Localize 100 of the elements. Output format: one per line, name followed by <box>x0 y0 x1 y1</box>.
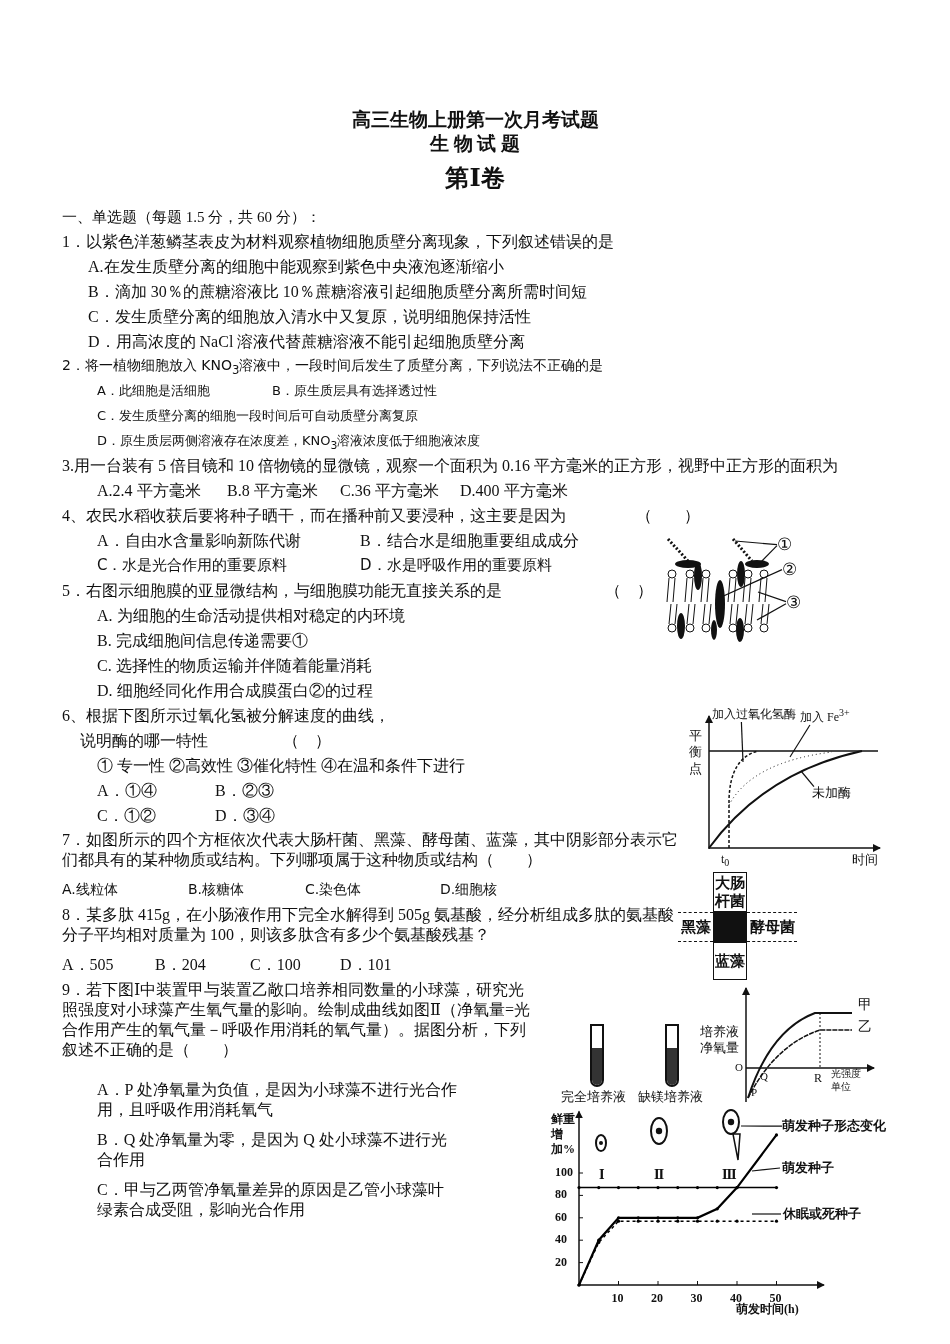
curve-label: 乙 <box>858 1018 872 1036</box>
tick-label: 60 <box>555 1209 567 1225</box>
organism-box: 黑藻 <box>678 912 713 942</box>
question-text: 5．右图示细胞膜的亚显微结构，与细胞膜功能无直接关系的是 <box>62 581 502 601</box>
answer-option: A．①④ <box>97 781 157 801</box>
callout-number: ② <box>782 559 797 581</box>
curve-label: 甲 <box>858 996 872 1014</box>
answer-option: A．此细胞是活细胞 <box>97 383 210 400</box>
cell-membrane-drawing <box>666 538 770 642</box>
tick-label: 10 <box>611 1291 624 1306</box>
answer-option: B．原生质层具有选择透过性 <box>272 383 437 400</box>
answer-bracket: （ ） <box>605 581 653 601</box>
tick-label: 40 <box>555 1232 567 1248</box>
series-label: 萌发种子 <box>782 1160 834 1177</box>
seed-icon <box>595 1134 607 1152</box>
leader-line <box>757 591 787 603</box>
point-label: R <box>814 1071 822 1086</box>
answer-option: B. 完成细胞间信息传递需要① <box>97 631 308 651</box>
tick-label: 80 <box>555 1187 567 1203</box>
answer-option: C．甲与乙两管净氧量差异的原因是乙管小球藻叶绿素合成受阻，影响光合作用 <box>97 1180 457 1220</box>
answer-option: A. 为细胞的生命活动提供相对稳定的内环境 <box>97 606 405 626</box>
answer-option: A.2.4 平方毫米 <box>97 481 201 501</box>
stage-label: Ⅱ <box>654 1168 665 1183</box>
axis-label: t$_{0}$ <box>721 852 730 870</box>
curve-label: 加入 Fe$^{3+}$ <box>800 707 850 725</box>
answer-option: D．水是呼吸作用的重要原料 <box>360 556 552 575</box>
answer-option: D. 细胞经同化作用合成膜蛋白②的过程 <box>97 681 373 701</box>
question-text: 3.用一台装有 5 倍目镜和 10 倍物镜的显微镜，观察一个面积为 0.16 平方毫米的正方形，视野中正方形的面积为 <box>62 456 838 476</box>
answer-option: A.线粒体 <box>62 881 118 899</box>
question-text: 1．以紫色洋葱鳞茎表皮为材料观察植物细胞质壁分离现象，下列叙述错误的是 <box>62 232 614 252</box>
callout-number: ① <box>777 534 792 556</box>
tick-label: 20 <box>555 1254 567 1270</box>
axis-label: 萌发时间(h) <box>736 1302 799 1317</box>
curve-label: 未加酶 <box>812 785 851 802</box>
organism-box: 蓝藻 <box>713 942 747 980</box>
question-text: 6、根据下图所示过氧化氢被分解速度的曲线， <box>62 706 390 726</box>
figure-caption: 缺镁培养液 <box>638 1089 703 1106</box>
subtitle: 生 物 试 题 <box>429 132 521 156</box>
leader-line <box>789 724 811 758</box>
section-heading: 第Ⅰ卷 <box>445 164 505 193</box>
leader-line <box>759 545 778 564</box>
answer-option: D．原生质层两侧溶液存在浓度差，KNO$_{3}$溶液浓度低于细胞液浓度 <box>97 433 481 453</box>
section-instruction: 一、单选题（每题 1.5 分，共 60 分）： <box>62 208 321 227</box>
answer-option: C．发生质壁分离的细胞放入清水中又复原，说明细胞保持活性 <box>88 307 531 327</box>
answer-option: C.36 平方毫米 <box>340 481 439 501</box>
callout-number: ③ <box>786 592 801 614</box>
question-text: 8．某多肽 415g，在小肠液作用下完全水解得到 505g 氨基酸，经分析组成多肽的氨基酸分子平均相对质量为 100，则该多肽含有多少个氨基酸残基？ <box>62 905 675 945</box>
answer-option: B.8 平方毫米 <box>227 481 318 501</box>
leader-line <box>740 1125 783 1127</box>
question-text: 说明酶的哪一特性 <box>80 731 208 751</box>
leader-line <box>740 721 744 763</box>
annotation-label: 萌发种子形态变化 <box>782 1118 886 1135</box>
answer-option: A.在发生质壁分离的细胞中能观察到紫色中央液泡逐渐缩小 <box>88 257 504 277</box>
point-label: O <box>735 1061 743 1075</box>
answer-option: C．①② <box>97 806 156 826</box>
leader-line <box>800 770 815 788</box>
answer-option: C. 选择性的物质运输并伴随着能量消耗 <box>97 656 372 676</box>
answer-option: A．505 <box>62 955 114 975</box>
answer-bracket: （ ） <box>283 731 331 751</box>
answer-option: C．水是光合作用的重要原料 <box>97 556 288 575</box>
answer-option: B．204 <box>155 955 206 975</box>
seed-icon <box>650 1117 668 1145</box>
answer-option: B．Q 处净氧量为零，是因为 Q 处小球藻不进行光合作用 <box>97 1130 457 1170</box>
tick-label: 20 <box>651 1291 663 1306</box>
series-label: 休眠或死种子 <box>783 1206 861 1223</box>
curve-label: 加入过氧化氢酶 <box>712 707 796 722</box>
figure-caption: 完全培养液 <box>561 1089 626 1106</box>
axis-label: 培养液净氧量 <box>700 1024 740 1057</box>
answer-option: ① 专一性 ②高效性 ③催化特性 ④在温和条件下进行 <box>97 756 465 776</box>
question-text: 7．如图所示的四个方框依次代表大肠杆菌、黑藻、酵母菌、蓝藻，其中阴影部分表示它们都具有的某种物质或结构。下列哪项属于这种物质或结构（ ） <box>62 830 679 870</box>
answer-option: C．发生质壁分离的细胞一段时间后可自动质壁分离复原 <box>97 408 419 425</box>
axis-label: 鲜重增加% <box>551 1112 576 1157</box>
axis-label: 光强度单位 <box>831 1068 862 1093</box>
answer-option: D．用高浓度的 NaCl 溶液代替蔗糖溶液不能引起细胞质壁分离 <box>88 332 526 352</box>
axis-label: 平衡点 <box>689 728 703 777</box>
organism-box: 大肠杆菌 <box>713 872 747 912</box>
answer-option: A．自由水含量影响新陈代谢 <box>97 531 301 551</box>
tick-label: 30 <box>690 1291 703 1306</box>
answer-option: C．100 <box>250 955 301 975</box>
leader-line <box>734 540 778 546</box>
answer-option: A．P 处净氧量为负值，是因为小球藻不进行光合作用，且呼吸作用消耗氧气 <box>97 1080 457 1120</box>
answer-option: D.400 平方毫米 <box>460 481 568 501</box>
stage-label: Ⅲ <box>722 1168 737 1183</box>
seed-icon <box>722 1109 741 1161</box>
answer-option: B．②③ <box>215 781 274 801</box>
leader-line <box>756 603 787 621</box>
question-text: 2．将一植物细胞放入 KNO$_{3}$溶液中，一段时间后发生了质壁分离，下列说法不正确的是 <box>62 357 604 378</box>
answer-option: D．③④ <box>215 806 275 826</box>
question-text: 9．若下图Ⅰ中装置甲与装置乙敞口培养相同数量的小球藻，研究光照强度对小球藻产生氧气量的影响。绘制成曲线如图Ⅱ（净氧量=光合作用产生的氧气量－呼吸作用消耗的氧气量）。据图分析，下列叙述不正确的是（ ） <box>62 980 531 1060</box>
answer-option: B．滴加 30％的蔗糖溶液比 10％蔗糖溶液引起细胞质壁分离所需时间短 <box>88 282 587 302</box>
question-text: 4、农民水稻收获后要将种子晒干，而在播种前又要浸种，这主要是因为 <box>62 506 566 526</box>
answer-option: D.细胞核 <box>440 881 498 899</box>
page-title: 高三生物上册第一次月考试题 <box>351 108 599 132</box>
axis-label: 时间 <box>852 852 878 869</box>
answer-option: D．101 <box>340 955 392 975</box>
answer-bracket: （ ） <box>636 506 700 526</box>
answer-option: C.染色体 <box>305 881 362 899</box>
organism-box: 酵母菌 <box>747 912 797 942</box>
answer-option: B.核糖体 <box>188 881 245 899</box>
tick-label: 100 <box>555 1165 573 1180</box>
